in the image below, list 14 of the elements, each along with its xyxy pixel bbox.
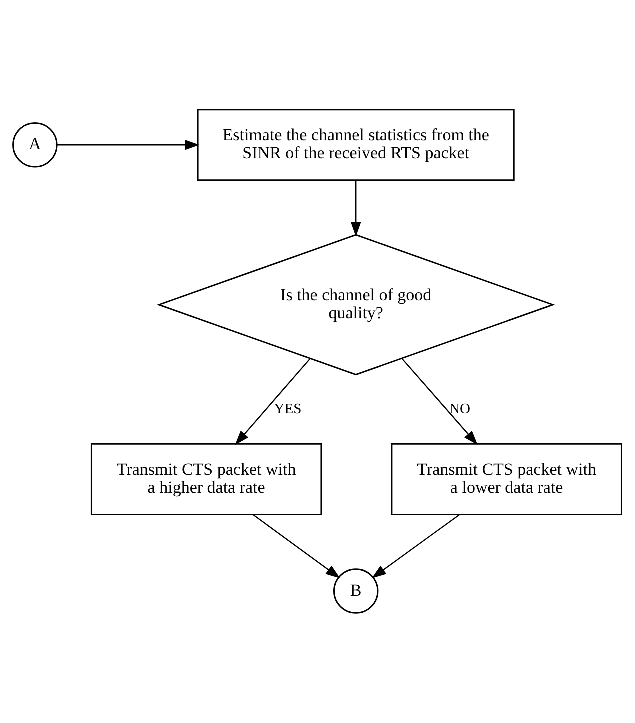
arrow <box>402 358 478 446</box>
arrow <box>350 180 362 237</box>
arrow <box>235 358 311 446</box>
node-box: Transmit CTS packet with a lower data rate <box>391 443 622 516</box>
node-box: Transmit CTS packet with a higher data rate <box>90 443 322 516</box>
node-diamond: Is the channel of good quality? <box>156 234 556 376</box>
edge-label: NO <box>450 401 471 418</box>
node-circle: A <box>12 122 58 168</box>
arrow <box>372 514 460 579</box>
edge-label: YES <box>274 401 302 418</box>
arrow <box>57 140 200 150</box>
arrow <box>253 514 340 579</box>
node-box: Estimate the channel statistics from the SINR of the received RTS packet <box>197 109 515 182</box>
node-circle: B <box>333 568 379 614</box>
